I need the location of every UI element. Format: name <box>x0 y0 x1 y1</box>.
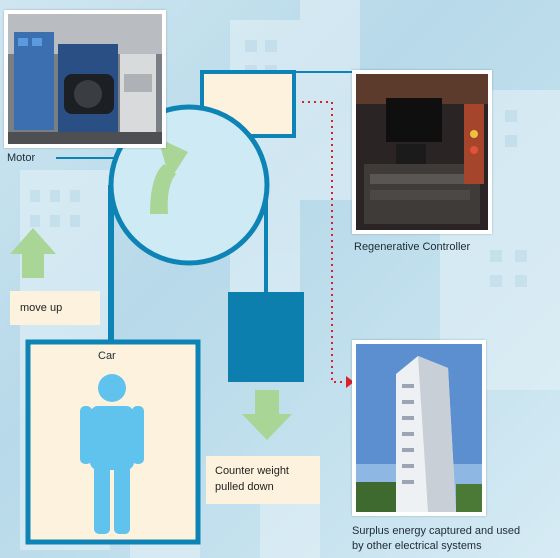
controller-photo <box>352 70 492 234</box>
down-arrow-icon <box>242 390 292 440</box>
up-arrow-icon <box>10 228 56 278</box>
surplus-energy-caption: Surplus energy captured and used by othe… <box>352 524 520 554</box>
surplus-energy-line1: Surplus energy captured and used <box>352 525 521 537</box>
motor-photo <box>4 10 166 148</box>
move-up-label: move up <box>20 302 63 314</box>
counterweight-note: Counter weight pulled down <box>206 456 320 504</box>
motor-photo-illustration <box>8 14 162 144</box>
counterweight-label-line1: Counter weight <box>215 465 289 477</box>
move-up-note: move up <box>10 291 100 325</box>
motor-label: Motor <box>7 152 36 164</box>
person-icon <box>80 374 144 534</box>
counterweight-label-line2: pulled down <box>215 481 274 493</box>
surplus-energy-line2: by other electrical systems <box>352 540 482 552</box>
regenerative-controller-label: Regenerative Controller <box>354 241 471 253</box>
controller-photo-illustration <box>356 74 488 230</box>
building-photo-illustration <box>356 344 482 512</box>
car-label: Car <box>98 350 116 362</box>
building-photo <box>352 340 486 516</box>
rotation-arrow-icon <box>150 138 188 214</box>
counterweight-block <box>228 292 304 382</box>
energy-flow-arrowhead <box>346 376 354 388</box>
energy-flow-dotted-line <box>302 101 352 383</box>
